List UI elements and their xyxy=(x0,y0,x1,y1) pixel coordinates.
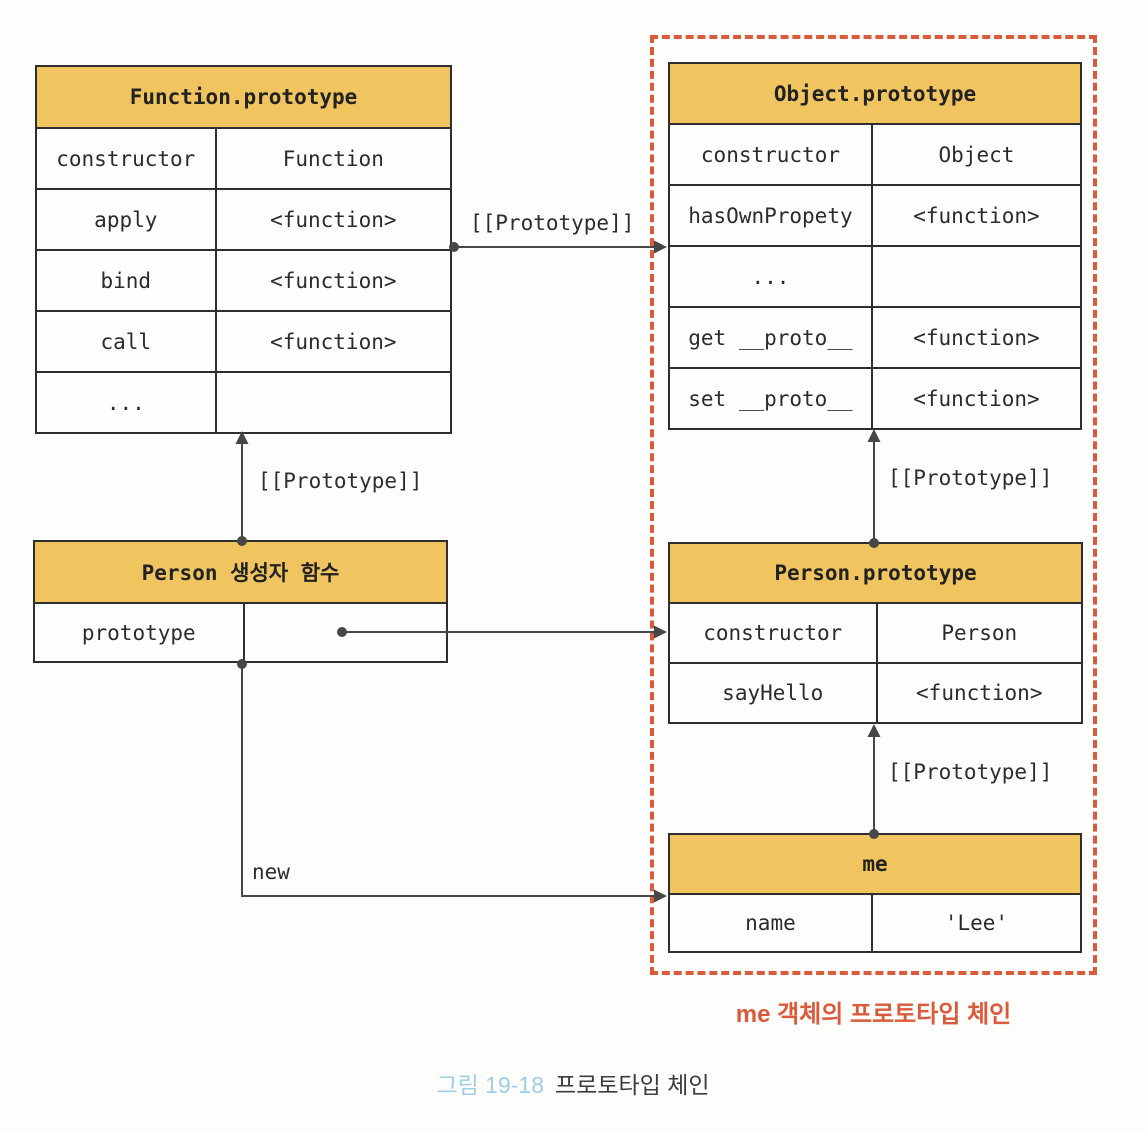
property-value: Function xyxy=(214,129,450,188)
table-me: me name 'Lee' xyxy=(668,833,1082,953)
table-row: apply <function> xyxy=(37,188,450,249)
property-key: name xyxy=(745,911,796,935)
table-person-prototype: Person.prototype constructor Person sayH… xyxy=(668,542,1083,724)
property-value: <function> xyxy=(870,308,1080,367)
property-key: ... xyxy=(106,390,145,415)
property-value xyxy=(214,373,450,432)
prototype-chain-boundary xyxy=(650,35,1097,975)
figure-caption: 그림 19-18 프로토타입 체인 xyxy=(0,1066,1146,1100)
property-value: 'Lee' xyxy=(870,895,1080,951)
property-value: <function> xyxy=(214,190,450,249)
property-key: bind xyxy=(100,268,152,293)
table-object-prototype: Object.prototype constructor Object hasO… xyxy=(668,62,1082,430)
property-key: constructor xyxy=(700,142,840,167)
property-key: get __proto__ xyxy=(688,325,853,350)
property-key: constructor xyxy=(56,146,196,171)
property-value: <function> xyxy=(214,251,450,310)
table-row: call <function> xyxy=(37,310,450,371)
prototype-link-label: [[Prototype]] xyxy=(258,469,423,493)
table-row: bind <function> xyxy=(37,249,450,310)
property-value: <function> xyxy=(870,369,1080,428)
table-function-prototype-title: Function.prototype xyxy=(37,67,450,129)
property-value: <function> xyxy=(870,186,1080,245)
property-key: call xyxy=(100,329,152,354)
prototype-link-label: [[Prototype]] xyxy=(888,760,1053,784)
property-value: <function> xyxy=(875,664,1082,722)
table-row: constructor Object xyxy=(670,125,1080,184)
property-value: Object xyxy=(870,125,1080,184)
property-key: apply xyxy=(94,207,158,232)
table-me-title: me xyxy=(670,835,1080,895)
property-key: sayHello xyxy=(722,681,824,705)
table-person-prototype-title: Person.prototype xyxy=(670,544,1081,604)
table-row: hasOwnPropety <function> xyxy=(670,184,1080,245)
property-key: set __proto__ xyxy=(688,386,853,411)
property-key: constructor xyxy=(703,621,843,645)
table-row: constructor Function xyxy=(37,129,450,188)
figure-title: 프로토타입 체인 xyxy=(555,1072,710,1098)
table-row: ... xyxy=(670,245,1080,306)
new-operator-label: new xyxy=(252,860,290,884)
property-value: Person xyxy=(875,604,1082,662)
property-key: prototype xyxy=(81,620,196,645)
chain-caption: me 객체의 프로토타입 체인 xyxy=(735,1001,1012,1028)
table-row: sayHello <function> xyxy=(670,662,1081,722)
property-value xyxy=(242,604,446,661)
property-value xyxy=(870,247,1080,306)
prototype-link-label: [[Prototype]] xyxy=(888,466,1053,490)
prototype-arrow-person-to-function xyxy=(235,431,249,546)
table-function-prototype: Function.prototype constructor Function … xyxy=(35,65,452,434)
table-row: constructor Person xyxy=(670,604,1081,662)
table-row: get __proto__ <function> xyxy=(670,306,1080,367)
table-row: set __proto__ <function> xyxy=(670,367,1080,428)
property-value: <function> xyxy=(214,312,450,371)
table-row: prototype xyxy=(35,604,446,661)
property-key: ... xyxy=(751,264,790,289)
property-key: hasOwnPropety xyxy=(688,203,853,228)
new-operator-arrow xyxy=(237,659,667,903)
table-row: ... xyxy=(37,371,450,432)
table-row: name 'Lee' xyxy=(670,895,1080,951)
table-person-constructor-title: Person 생성자 함수 xyxy=(35,542,446,604)
table-object-prototype-title: Object.prototype xyxy=(670,64,1080,125)
figure-number: 그림 19-18 xyxy=(436,1072,545,1098)
table-person-constructor: Person 생성자 함수 prototype xyxy=(33,540,448,663)
prototype-link-label: [[Prototype]] xyxy=(470,211,635,235)
prototype-arrow-function-to-object xyxy=(449,240,667,254)
